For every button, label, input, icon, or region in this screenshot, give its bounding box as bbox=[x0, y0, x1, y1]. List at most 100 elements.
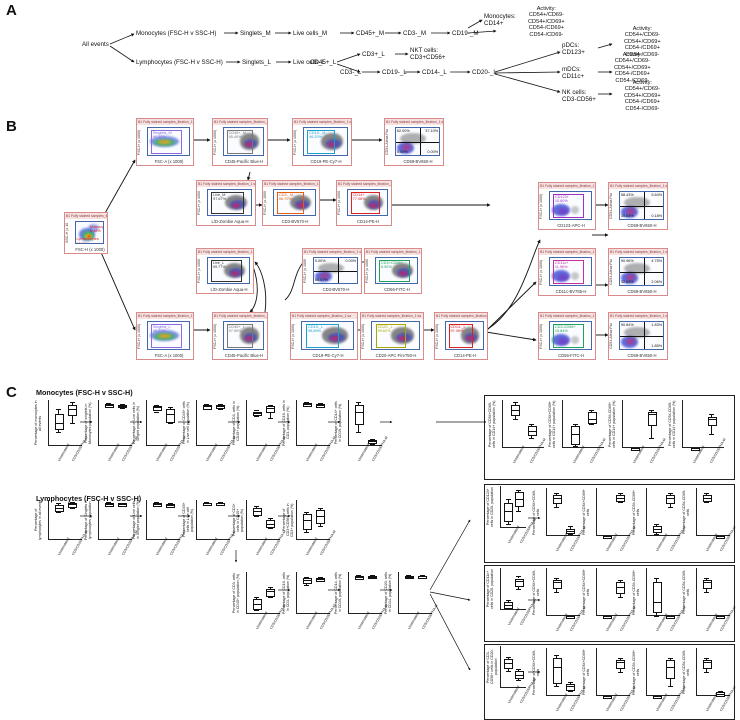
cap-bottom bbox=[709, 433, 715, 435]
cap-top bbox=[56, 409, 62, 411]
whisker-top bbox=[58, 409, 60, 414]
box-median bbox=[118, 504, 127, 505]
x-axis bbox=[696, 695, 730, 696]
cap-bottom bbox=[356, 432, 362, 434]
box-median bbox=[566, 686, 575, 688]
x-axis-label: CD19-PE-Cy7-H bbox=[312, 353, 344, 358]
cap-bottom bbox=[567, 691, 573, 693]
y-axis bbox=[500, 486, 501, 528]
box-median bbox=[302, 403, 311, 405]
box-median bbox=[354, 411, 363, 413]
x-axis-label: FSC-A (x 1000) bbox=[154, 353, 184, 358]
cap-top bbox=[254, 506, 260, 507]
gate-name: Monocytes bbox=[90, 224, 104, 229]
whisker-top bbox=[518, 669, 520, 672]
x-axis bbox=[98, 445, 132, 446]
cap-bottom bbox=[304, 584, 310, 586]
quadrant-value: 90.84% bbox=[620, 322, 634, 327]
dot-cloud bbox=[230, 270, 239, 276]
cap-bottom bbox=[654, 616, 660, 617]
tree-cd45-m: CD45+_M bbox=[356, 30, 385, 37]
box-median bbox=[552, 582, 561, 584]
tree-pdcs: pDCs: CD123+ bbox=[562, 42, 585, 57]
box-body bbox=[552, 495, 562, 505]
dot-cloud bbox=[320, 273, 330, 280]
y-axis bbox=[146, 500, 147, 540]
y-axis-label: Percentage of CD54-CD69- cells bbox=[682, 489, 690, 535]
x-axis bbox=[622, 447, 664, 448]
y-axis-label: Percentage of CD54-CD69+ cells bbox=[632, 489, 640, 535]
x-axis-label: CD45-Pacific Blue-H bbox=[224, 159, 264, 164]
x-axis bbox=[500, 527, 526, 528]
quadrant-value: 58.43% bbox=[620, 192, 634, 197]
panel-letter-b: B bbox=[6, 118, 17, 135]
lymph-branch1-frame bbox=[484, 484, 735, 563]
y-axis-label: Percentage of CD45+ cells in Live cell p… bbox=[182, 401, 190, 445]
x-axis bbox=[348, 445, 382, 446]
lymph-boxplot-4: Percentage of CD45+ cells in Live cell p… bbox=[182, 500, 237, 558]
gate-label: CD3-CD56+15.84% bbox=[555, 325, 576, 334]
quadrant-value: 32.63% bbox=[620, 280, 634, 285]
x-tick-stimulated: CD3/CD28/PHA-M bbox=[528, 437, 547, 464]
branch-boxplot-1: Percentage of CD123+ cells in CD20- popu… bbox=[486, 486, 537, 546]
x-axis-label: CD69-BV650-H bbox=[403, 159, 433, 164]
y-axis bbox=[546, 648, 547, 696]
dot-cloud bbox=[327, 141, 337, 147]
box-median bbox=[716, 616, 725, 617]
gate-name: CD19-_L bbox=[308, 324, 324, 329]
gate-header: B1 Fully stained samples_titration_1 sa bbox=[539, 249, 595, 255]
box-median bbox=[631, 448, 640, 449]
gate-name: CD14+ bbox=[352, 192, 365, 197]
y-axis-label: Percentage of CD54-CD69- cells bbox=[682, 649, 690, 695]
y-axis-label: Percentage of CD54-CD69- cells in CD14+ … bbox=[668, 400, 676, 448]
whisker-bottom bbox=[656, 611, 658, 616]
whisker-top bbox=[619, 580, 621, 583]
whisker-top bbox=[669, 492, 671, 496]
gate-header: B1 Fully stained samples_titration_1 sa bbox=[303, 249, 361, 255]
quadrant-value: 90.96% bbox=[620, 258, 634, 263]
gate-value: 90.50% bbox=[152, 135, 166, 140]
cap-bottom bbox=[167, 423, 173, 424]
dot-cloud bbox=[624, 327, 651, 339]
whisker-bottom bbox=[319, 522, 321, 526]
whisker-bottom bbox=[556, 587, 558, 592]
box-median bbox=[652, 528, 661, 530]
dot-cloud bbox=[626, 338, 636, 345]
cap-bottom bbox=[667, 507, 673, 509]
gate-region bbox=[151, 130, 182, 154]
cap-top bbox=[572, 424, 578, 425]
x-tick-stimulated: CD3/CD28/PHA-M bbox=[708, 437, 727, 464]
gate-name: Live_M bbox=[213, 192, 226, 197]
dot-cloud bbox=[570, 205, 579, 214]
dot-cloud bbox=[626, 274, 636, 281]
cap-top bbox=[667, 492, 673, 494]
y-axis-label: Percentage of CD3- cells in CD45+ popula… bbox=[232, 573, 240, 613]
cap-bottom bbox=[704, 672, 710, 673]
x-axis bbox=[546, 615, 580, 616]
box-median bbox=[216, 503, 225, 505]
quadrant-h-line bbox=[314, 270, 357, 272]
cap-bottom bbox=[317, 526, 323, 527]
whisker-bottom bbox=[556, 502, 558, 508]
quadrant-value: 35.64% bbox=[620, 214, 634, 219]
whisker-top bbox=[569, 681, 571, 684]
tree-mdcs: mDCs: CD11c+ bbox=[562, 66, 585, 81]
cap-top bbox=[254, 410, 260, 412]
tree-pdc-activity: Activity: CD54+/CD69- CD54+/CD69+ CD54-/… bbox=[624, 26, 661, 58]
y-axis-label: Percentage of CD11c+ cells in CD20- popu… bbox=[486, 569, 494, 609]
box-median bbox=[691, 448, 700, 449]
y-axis bbox=[98, 500, 99, 540]
cap-top bbox=[554, 492, 560, 494]
lymph-branch2-frame bbox=[484, 565, 735, 642]
dot-cloud bbox=[158, 140, 171, 145]
x-axis bbox=[146, 445, 180, 446]
tree-monocytes: Monocytes (FSC-H v SSC-H) bbox=[136, 30, 217, 37]
